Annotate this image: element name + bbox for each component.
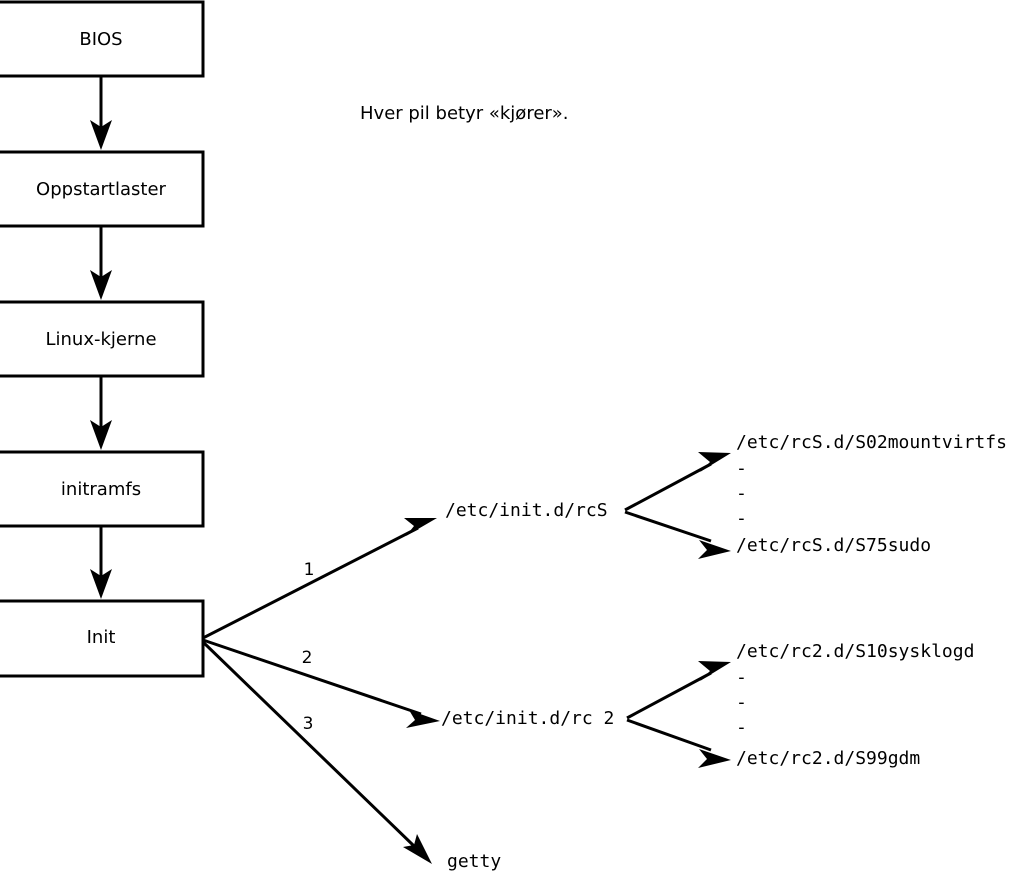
arrow-rcs-to-first-script-head — [698, 452, 731, 472]
arrow-init-branch-3-shaft — [201, 640, 416, 848]
arrow-rcs-to-last-script-head — [698, 540, 731, 559]
arrow-initramfs-to-init-head — [90, 569, 112, 599]
arrow-rc2-to-last-script-shaft — [626, 718, 712, 752]
label-rcs-ellipsis-1: - — [736, 458, 747, 479]
arrow-init-branch-2-shaft — [202, 638, 422, 716]
process-box-bootloader-label: Oppstartlaster — [36, 179, 166, 200]
process-box-bootloader[interactable] — [0, 150, 205, 228]
label-rcs-script-last[interactable]: /etc/rcS.d/S75sudo — [736, 535, 931, 556]
arrow-rcs-to-first-script-shaft — [624, 462, 712, 512]
label-init-d-rc2[interactable]: /etc/init.d/rc 2 — [441, 708, 614, 729]
diagram-caption: Hver pil betyr «kjører». — [360, 103, 569, 124]
label-rc2-script-first[interactable]: /etc/rc2.d/S10sysklogd — [736, 641, 974, 662]
process-box-bios-label: BIOS — [79, 29, 122, 50]
arrow-rc2-to-first-script-shaft — [626, 671, 712, 720]
process-box-init[interactable] — [0, 599, 205, 678]
process-box-kernel[interactable] — [0, 300, 205, 378]
arrow-init-branch-3-head — [403, 834, 432, 864]
edge-number-1: 1 — [304, 560, 315, 580]
label-rcs-script-first[interactable]: /etc/rcS.d/S02mountvirtfs — [736, 432, 1007, 453]
process-box-init-label: Init — [87, 627, 116, 648]
arrow-rc2-to-first-script-head — [698, 661, 731, 681]
label-rcs-ellipsis-2: - — [736, 483, 747, 504]
arrow-init-branch-1-shaft — [202, 526, 419, 640]
arrow-rc2-to-last-script-head — [698, 749, 731, 768]
label-getty[interactable]: getty — [447, 851, 501, 872]
process-box-initramfs[interactable] — [0, 450, 205, 528]
edge-number-2: 2 — [302, 648, 313, 668]
arrow-init-branch-2-head — [406, 710, 440, 728]
arrow-rcs-to-last-script-shaft — [624, 510, 712, 543]
arrow-bios-to-bootloader-head — [90, 120, 112, 150]
label-init-d-rcs[interactable]: /etc/init.d/rcS — [445, 500, 608, 521]
process-box-kernel-label: Linux-kjerne — [45, 329, 156, 350]
arrow-bootloader-to-kernel-head — [90, 270, 112, 300]
arrow-kernel-to-initramfs-head — [90, 420, 112, 450]
label-rc2-ellipsis-1: - — [736, 667, 747, 688]
label-rc2-ellipsis-3: - — [736, 717, 747, 738]
label-rc2-ellipsis-2: - — [736, 692, 747, 713]
process-box-initramfs-label: initramfs — [61, 479, 141, 500]
arrow-init-branch-1-head — [404, 518, 437, 536]
process-box-bios[interactable] — [0, 0, 205, 78]
edge-number-3: 3 — [303, 714, 314, 734]
label-rcs-ellipsis-3: - — [736, 508, 747, 529]
label-rc2-script-last[interactable]: /etc/rc2.d/S99gdm — [736, 748, 920, 769]
